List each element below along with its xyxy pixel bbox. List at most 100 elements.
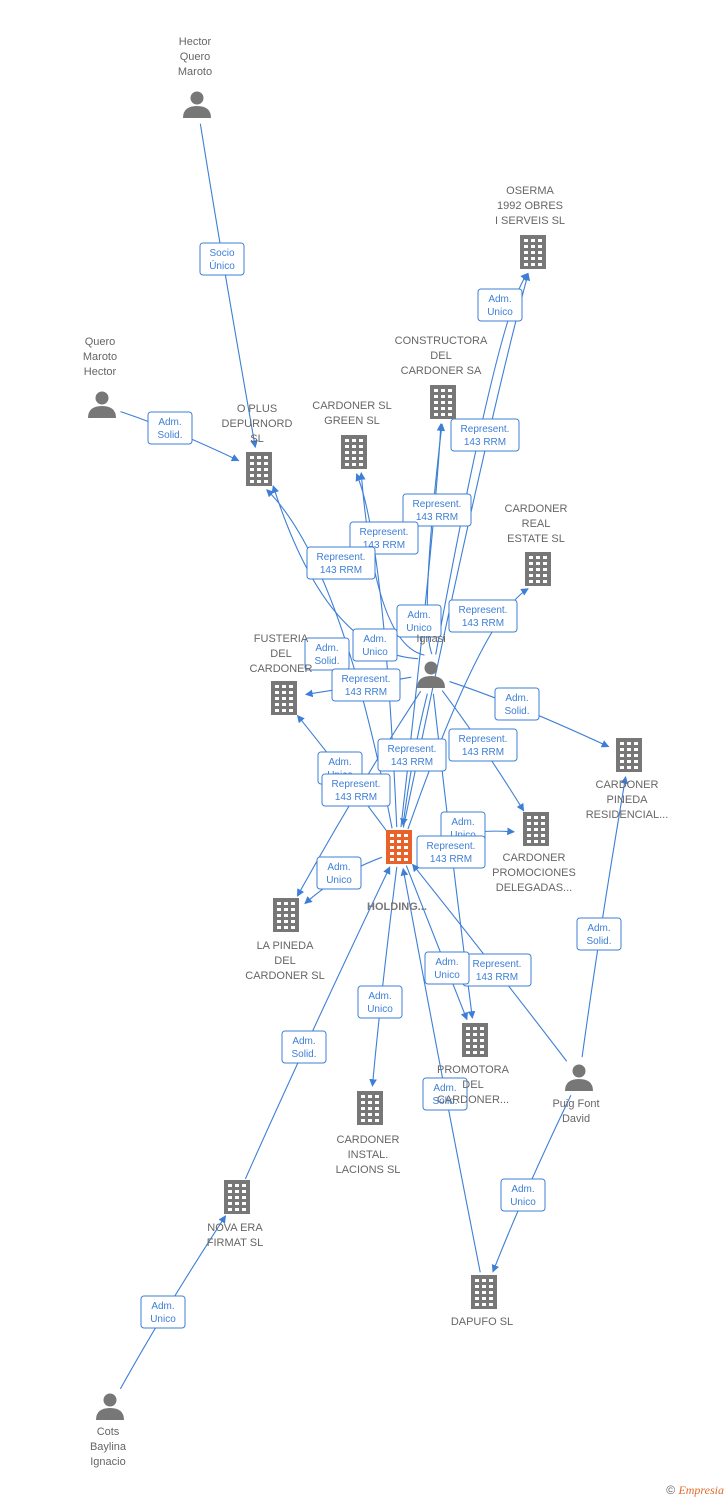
edge-label[interactable]: Represent.143 RRM xyxy=(416,835,486,869)
edge-label[interactable]: Adm.Solid. xyxy=(422,1077,468,1111)
building-window xyxy=(489,1303,493,1306)
edge-label[interactable]: Adm.Unico xyxy=(316,856,362,890)
node-label: INSTAL. xyxy=(348,1149,389,1161)
edge-label[interactable]: Represent.143 RRM xyxy=(306,546,376,580)
node-label: Hector xyxy=(84,366,117,378)
edge-label[interactable]: Adm.Unico xyxy=(396,604,442,638)
building-window xyxy=(352,451,356,454)
building-window xyxy=(489,1279,493,1282)
edge-label-text: Unico xyxy=(510,1197,536,1208)
edge-label-box xyxy=(424,951,470,985)
edge-label[interactable]: Represent.143 RRM xyxy=(450,418,520,452)
edge-label[interactable]: Adm.Solid. xyxy=(494,687,540,721)
building-window xyxy=(242,1208,246,1211)
node-holding[interactable]: HOLDING... xyxy=(367,830,427,913)
edge-label[interactable]: Represent.143 RRM xyxy=(331,668,401,702)
building-window xyxy=(289,697,293,700)
edge-holding-to-promotora[interactable] xyxy=(405,865,469,1021)
edge-label[interactable]: Adm.Unico xyxy=(500,1178,546,1212)
node-label: PROMOTORA xyxy=(437,1064,510,1076)
edge-label[interactable]: Adm.Unico xyxy=(424,951,470,985)
building-window xyxy=(489,1291,493,1294)
building-window xyxy=(359,463,363,466)
building-window xyxy=(368,1113,372,1116)
building-window xyxy=(352,457,356,460)
edge-label-box xyxy=(500,1178,546,1212)
building-window xyxy=(482,1291,486,1294)
building-window xyxy=(534,840,538,843)
building-window xyxy=(250,468,254,471)
edge-label[interactable]: Represent.143 RRM xyxy=(321,773,391,807)
edge-label-box xyxy=(147,411,193,445)
building-window xyxy=(275,697,279,700)
node-ignasi[interactable]: Ignasi xyxy=(416,633,446,688)
building-window xyxy=(620,760,624,763)
building-window xyxy=(375,1119,379,1122)
edge-label[interactable]: Represent.143 RRM xyxy=(448,728,518,762)
person-body xyxy=(88,406,116,418)
edge-ignasi-to-cardoner_green[interactable] xyxy=(357,472,425,656)
building-window xyxy=(480,1027,484,1030)
edge-label[interactable]: Adm.Unico xyxy=(477,288,523,322)
edge-label[interactable]: Adm.Unico xyxy=(357,985,403,1019)
edge-label[interactable]: Adm.Unico xyxy=(140,1295,186,1329)
edge-label[interactable]: Represent.143 RRM xyxy=(349,521,419,555)
edge-label-box xyxy=(140,1295,186,1329)
brand-logo[interactable]: Empresia xyxy=(678,1483,724,1497)
edge-label-box xyxy=(331,668,401,702)
edge-label[interactable]: Adm.Solid. xyxy=(147,411,193,445)
edge-holding-to-cardoner_real[interactable] xyxy=(407,588,529,830)
edge-holding-to-instal[interactable] xyxy=(369,866,398,1087)
edge-label[interactable]: Adm.Solid. xyxy=(281,1030,327,1064)
building-window xyxy=(473,1039,477,1042)
building-window xyxy=(375,1095,379,1098)
building-window xyxy=(448,407,452,410)
edge-ignasi-to-constructora[interactable] xyxy=(426,423,446,655)
node-label: DEPURNORD xyxy=(222,418,293,430)
edge-nova_era-to-holding[interactable] xyxy=(244,866,391,1180)
building-window xyxy=(352,439,356,442)
node-promociones[interactable]: CARDONERPROMOCIONESDELEGADAS... xyxy=(492,812,576,894)
edge-label[interactable]: Adm.Unico xyxy=(352,628,398,662)
edge-label[interactable]: Adm.Solid. xyxy=(304,637,350,671)
node-promotora[interactable]: PROMOTORADELCARDONER... xyxy=(437,1023,510,1106)
building-window xyxy=(397,834,401,837)
edge-label[interactable]: Represent.143 RRM xyxy=(377,738,447,772)
edge-ignasi-to-oserma[interactable] xyxy=(435,272,529,655)
node-label: CARDONER xyxy=(337,1134,400,1146)
node-label: O PLUS xyxy=(237,403,277,415)
edge-label[interactable]: Adm.Solid. xyxy=(576,917,622,951)
edge-label[interactable]: Represent.143 RRM xyxy=(462,953,532,987)
building-window xyxy=(390,840,394,843)
edge-label[interactable]: Represent.143 RRM xyxy=(402,493,472,527)
edge-holding-to-oserma[interactable] xyxy=(402,272,531,828)
node-pineda_res[interactable]: CARDONERPINEDARESIDENCIAL... xyxy=(586,738,669,821)
building-window xyxy=(264,462,268,465)
edge-label-text: 143 RRM xyxy=(345,687,387,698)
building-window xyxy=(434,401,438,404)
edge-label-box xyxy=(352,628,398,662)
edge-label[interactable]: Represent.143 RRM xyxy=(448,599,518,633)
node-label: CARDONER xyxy=(250,663,313,675)
building-window xyxy=(482,1285,486,1288)
edge-label-text: Unico xyxy=(434,970,460,981)
building-window xyxy=(473,1051,477,1054)
edge-hector_quero-to-oplus[interactable] xyxy=(199,123,258,449)
building-window xyxy=(634,760,638,763)
building-window xyxy=(543,580,547,583)
node-dapufo[interactable]: DAPUFO SL xyxy=(451,1275,513,1328)
